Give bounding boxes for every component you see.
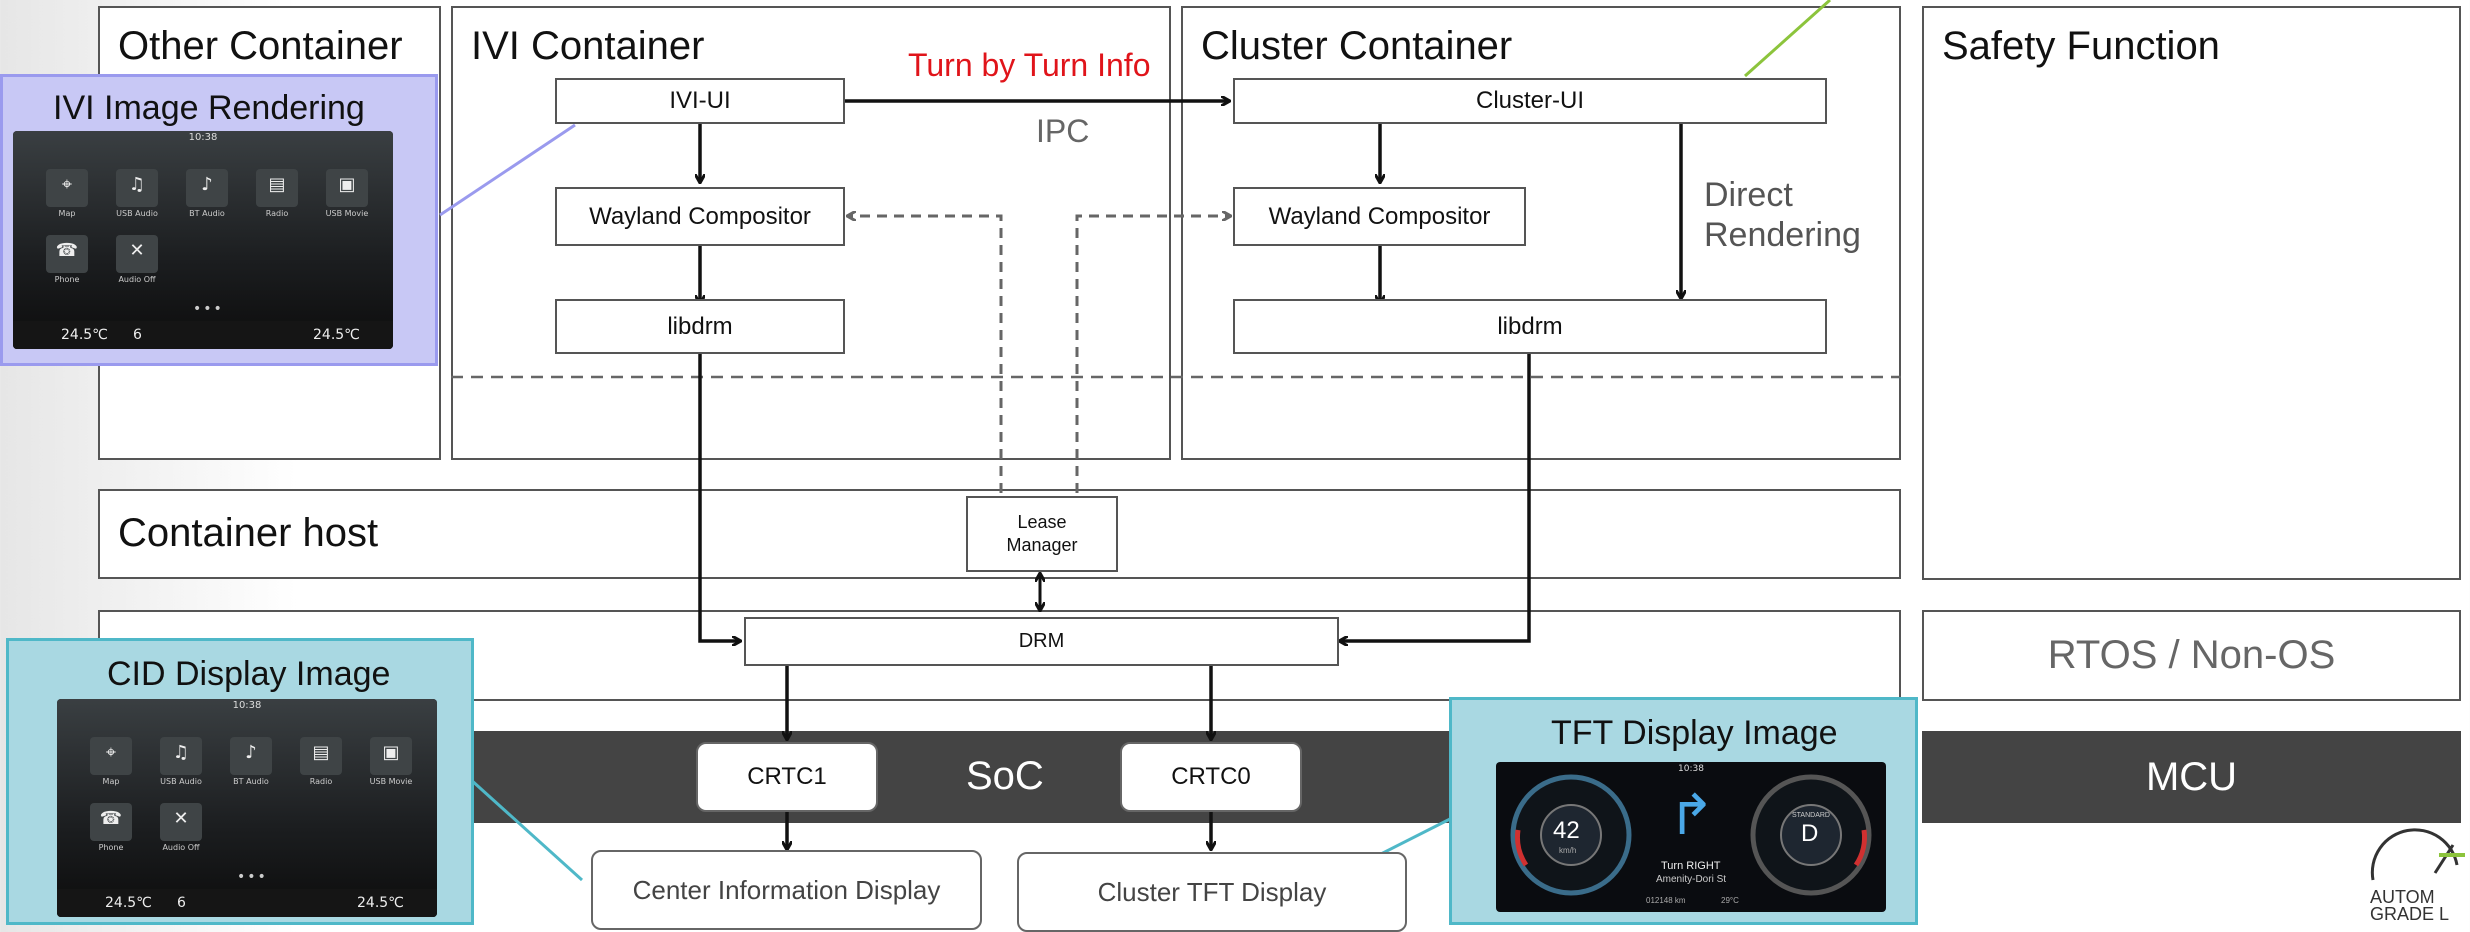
page-dots: ••• <box>237 869 268 885</box>
radio-app-label: Radio <box>265 209 289 218</box>
gear-mode: STANDARD <box>1792 812 1830 819</box>
ivi-screen-mockup: 10:38 ⌖ ♫ ♪ ▤ ▣ Map USB Audio BT Audio R… <box>13 131 393 349</box>
audio-off-app-icon: ✕ <box>160 803 202 841</box>
map-app-icon: ⌖ <box>46 169 88 207</box>
street-name: Amenity-Dori St <box>1656 874 1727 885</box>
ivi-image-rendering-panel: IVI Image Rendering 10:38 ⌖ ♫ ♪ ▤ ▣ Map … <box>0 74 438 366</box>
phone-app-icon: ☎ <box>46 235 88 273</box>
gear-value: D <box>1801 820 1819 847</box>
usb-movie-app-label: USB Movie <box>369 777 413 786</box>
safety-function-title: Safety Function <box>1942 24 2220 68</box>
cluster-libdrm-node: libdrm <box>1233 299 1827 354</box>
audio-off-app-icon: ✕ <box>116 235 158 273</box>
mcu-bar: MCU <box>1922 731 2461 823</box>
outside-temp: 29°C <box>1721 896 1739 905</box>
ivi-wayland-compositor-node: Wayland Compositor <box>555 187 845 246</box>
mcu-label: MCU <box>2145 754 2238 799</box>
usb-audio-app-label: USB Audio <box>160 777 202 786</box>
usb-audio-app-icon: ♫ <box>116 169 158 207</box>
radio-app-label: Radio <box>309 777 333 786</box>
ivi-temp-left: 24.5℃ <box>61 327 108 343</box>
cluster-wayland-compositor-node: Wayland Compositor <box>1233 187 1526 246</box>
cid-screen-time: 10:38 <box>232 700 262 711</box>
bt-audio-app-label: BT Audio <box>233 777 269 786</box>
tft-screen-mockup: 10:38 42 km/h ↱ Turn RIGHT Amenity-Dori … <box>1496 762 1886 912</box>
map-app-label: Map <box>58 209 76 218</box>
safety-function-container: Safety Function <box>1922 6 2461 580</box>
lease-manager-label-line1: Lease <box>1017 512 1067 532</box>
phone-app-label: Phone <box>54 275 80 284</box>
phone-app-label: Phone <box>98 843 124 852</box>
logo-text-line1: AUTOM <box>2370 887 2435 907</box>
audio-off-app-label: Audio Off <box>162 843 200 852</box>
phone-app-icon: ☎ <box>90 803 132 841</box>
turn-instruction: Turn RIGHT <box>1661 860 1721 872</box>
ivi-image-rendering-title: IVI Image Rendering <box>53 89 365 127</box>
radio-app-icon: ▤ <box>256 169 298 207</box>
usb-movie-app-label: USB Movie <box>325 209 369 218</box>
usb-movie-app-icon: ▣ <box>326 169 368 207</box>
direct-rendering-line2: Rendering <box>1704 216 1861 254</box>
cid-display-image-panel: CID Display Image 10:38 ⌖ ♫ ♪ ▤ ▣ Map US… <box>6 638 474 925</box>
ivi-screen-bottom-bar: 24.5℃ 6 24.5℃ <box>13 321 393 349</box>
direct-rendering-label: Direct Rendering <box>1704 175 1861 255</box>
rtos-container: RTOS / Non-OS <box>1922 610 2461 701</box>
cid-screen-mockup: 10:38 ⌖ ♫ ♪ ▤ ▣ Map USB Audio BT Audio R… <box>57 699 437 917</box>
turn-right-arrow-icon: ↱ <box>1668 783 1715 846</box>
page-dots: ••• <box>193 301 224 317</box>
cluster-tft-display-node: Cluster TFT Display <box>1017 852 1407 932</box>
map-app-label: Map <box>102 777 120 786</box>
drm-node: DRM <box>744 617 1339 666</box>
audio-off-app-label: Audio Off <box>118 275 156 284</box>
tachometer-gauge <box>1750 774 1872 896</box>
speed-unit: km/h <box>1559 846 1577 855</box>
logo-text-line2: GRADE L <box>2370 904 2450 924</box>
rtos-label: RTOS / Non-OS <box>2047 633 2336 677</box>
gauge-logo-icon <box>2370 828 2465 881</box>
bt-audio-app-label: BT Audio <box>189 209 225 218</box>
cid-screen-bottom-bar: 24.5℃ 6 24.5℃ <box>57 889 437 917</box>
ivi-container-title: IVI Container <box>471 24 705 68</box>
cid-temp-left: 24.5℃ <box>105 895 152 911</box>
lease-manager-label-line2: Manager <box>1006 535 1078 555</box>
cid-display-image-title: CID Display Image <box>107 655 391 693</box>
tft-screen-time: 10:38 <box>1678 764 1704 774</box>
bt-audio-app-icon: ♪ <box>186 169 228 207</box>
lease-manager-node: Lease Manager <box>966 496 1118 572</box>
ivi-screen-time: 10:38 <box>188 132 218 143</box>
cluster-container-title: Cluster Container <box>1201 24 1513 68</box>
ivi-fan-level: 6 <box>133 327 142 343</box>
turn-by-turn-label: Turn by Turn Info <box>908 47 1151 83</box>
cid-temp-right: 24.5℃ <box>357 895 404 911</box>
bt-audio-app-icon: ♪ <box>230 737 272 775</box>
speed-value: 42 <box>1553 817 1580 844</box>
direct-rendering-line1: Direct <box>1704 176 1793 214</box>
cid-fan-level: 6 <box>177 895 186 911</box>
ivi-temp-right: 24.5℃ <box>313 327 360 343</box>
container-host-title: Container host <box>118 511 379 555</box>
ipc-label: IPC <box>1036 113 1090 149</box>
center-information-display-node: Center Information Display <box>591 850 982 930</box>
ivi-ui-node: IVI-UI <box>555 78 845 124</box>
other-container-title: Other Container <box>118 24 403 68</box>
speedometer-gauge <box>1510 774 1632 896</box>
odometer: 012148 km <box>1646 896 1686 905</box>
automotive-grade-linux-logo: AUTOM GRADE L <box>2365 825 2470 925</box>
cluster-ui-node: Cluster-UI <box>1233 78 1827 124</box>
ivi-libdrm-node: libdrm <box>555 299 845 354</box>
tft-display-image-panel: TFT Display Image 10:38 42 km/h ↱ Turn R… <box>1449 697 1918 925</box>
crtc1-node: CRTC1 <box>696 742 878 812</box>
usb-audio-app-icon: ♫ <box>160 737 202 775</box>
usb-audio-app-label: USB Audio <box>116 209 158 218</box>
map-app-icon: ⌖ <box>90 737 132 775</box>
soc-label: SoC <box>966 754 1044 798</box>
usb-movie-app-icon: ▣ <box>370 737 412 775</box>
tft-display-image-title: TFT Display Image <box>1551 714 1838 752</box>
radio-app-icon: ▤ <box>300 737 342 775</box>
crtc0-node: CRTC0 <box>1120 742 1302 812</box>
